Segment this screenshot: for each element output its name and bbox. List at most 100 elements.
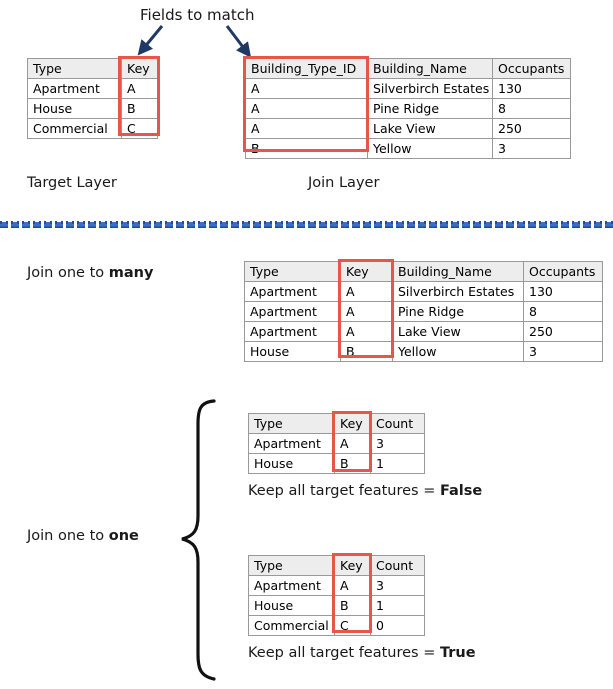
cell-building-type-id: A <box>245 78 368 99</box>
cell-type: House <box>244 341 341 362</box>
target-layer-table: Type Key Apartment A House B Commercial … <box>27 58 158 139</box>
cell-count: 1 <box>370 453 425 474</box>
column-header-type: Type <box>248 555 335 576</box>
join-layer-label: Join Layer <box>308 175 380 191</box>
cell-type: Commercial <box>27 118 122 139</box>
cell-key: A <box>340 301 393 322</box>
cell-key: B <box>340 341 393 362</box>
table-row: House B <box>27 98 158 119</box>
cell-type: House <box>248 595 335 616</box>
cell-key: B <box>121 98 158 119</box>
cell-type: Apartment <box>244 281 341 302</box>
cell-count: 0 <box>370 615 425 636</box>
section-divider <box>0 219 613 228</box>
table-header-row: Type Key Count <box>248 555 425 576</box>
one-to-one-false-table: Type Key Count Apartment A 3 House B 1 <box>248 413 425 474</box>
cell-key: B <box>334 453 371 474</box>
cell-key: A <box>121 78 158 99</box>
keep-all-false-prefix: Keep all target features = <box>248 483 440 499</box>
column-header-key: Key <box>334 413 371 434</box>
cell-type: House <box>248 453 335 474</box>
table-row: Apartment A Lake View 250 <box>244 321 603 342</box>
column-header-count: Count <box>370 413 425 434</box>
cell-key: B <box>334 595 371 616</box>
cell-occupants: 130 <box>523 281 603 302</box>
keep-all-false-label: Keep all target features = False <box>248 483 482 500</box>
cell-building-name: Silverbirch Estates <box>392 281 524 302</box>
cell-building-type-id: A <box>245 98 368 119</box>
curly-brace-icon <box>181 399 216 681</box>
cell-key: A <box>334 575 371 596</box>
table-header-row: Type Key <box>27 58 158 79</box>
join-one-to-one-label: Join one to one <box>27 528 139 545</box>
table-row: A Pine Ridge 8 <box>245 98 571 119</box>
column-header-building-type-id: Building_Type_ID <box>245 58 368 79</box>
join-one-to-many-emphasis: many <box>108 265 154 281</box>
join-one-to-many-label: Join one to many <box>27 265 153 282</box>
column-header-key: Key <box>334 555 371 576</box>
cell-building-name: Silverbirch Estates <box>367 78 493 99</box>
cell-type: Commercial <box>248 615 335 636</box>
join-one-to-one-prefix: Join one to <box>27 528 109 544</box>
fields-to-match-label: Fields to match <box>140 6 255 24</box>
cell-occupants: 8 <box>523 301 603 322</box>
cell-occupants: 130 <box>492 78 571 99</box>
cell-occupants: 250 <box>523 321 603 342</box>
table-row: Commercial C <box>27 118 158 139</box>
cell-occupants: 250 <box>492 118 571 139</box>
table-header-row: Building_Type_ID Building_Name Occupants <box>245 58 571 79</box>
one-to-one-true-table: Type Key Count Apartment A 3 House B 1 C… <box>248 555 425 636</box>
column-header-type: Type <box>248 413 335 434</box>
cell-building-name: Yellow <box>367 138 493 159</box>
cell-type: Apartment <box>27 78 122 99</box>
cell-type: House <box>27 98 122 119</box>
keep-all-true-emphasis: True <box>439 645 476 661</box>
keep-all-true-prefix: Keep all target features = <box>248 645 440 661</box>
keep-all-true-label: Keep all target features = True <box>248 645 476 662</box>
table-row: Apartment A Pine Ridge 8 <box>244 301 603 322</box>
table-row: Apartment A 3 <box>248 575 425 596</box>
cell-occupants: 3 <box>492 138 571 159</box>
table-row: A Lake View 250 <box>245 118 571 139</box>
arrow-to-target-key-icon <box>137 25 164 56</box>
cell-building-name: Lake View <box>392 321 524 342</box>
cell-occupants: 8 <box>492 98 571 119</box>
table-header-row: Type Key Count <box>248 413 425 434</box>
cell-building-name: Yellow <box>392 341 524 362</box>
table-header-row: Type Key Building_Name Occupants <box>244 261 603 282</box>
column-header-building-name: Building_Name <box>392 261 524 282</box>
cell-building-name: Pine Ridge <box>367 98 493 119</box>
column-header-count: Count <box>370 555 425 576</box>
column-header-occupants: Occupants <box>492 58 571 79</box>
one-to-many-result-table: Type Key Building_Name Occupants Apartme… <box>244 261 603 362</box>
join-one-to-many-prefix: Join one to <box>27 265 109 281</box>
cell-type: Apartment <box>248 433 335 454</box>
cell-count: 1 <box>370 595 425 616</box>
table-row: House B 1 <box>248 595 425 616</box>
arrow-to-join-key-icon <box>225 25 252 58</box>
cell-type: Apartment <box>244 301 341 322</box>
cell-key: A <box>334 433 371 454</box>
column-header-key: Key <box>340 261 393 282</box>
column-header-key: Key <box>121 58 158 79</box>
table-row: Apartment A <box>27 78 158 99</box>
target-layer-label: Target Layer <box>27 175 117 191</box>
cell-building-name: Lake View <box>367 118 493 139</box>
cell-building-name: Pine Ridge <box>392 301 524 322</box>
table-row: Apartment A Silverbirch Estates 130 <box>244 281 603 302</box>
cell-count: 3 <box>370 433 425 454</box>
join-layer-table: Building_Type_ID Building_Name Occupants… <box>245 58 571 159</box>
column-header-building-name: Building_Name <box>367 58 493 79</box>
cell-key: A <box>340 281 393 302</box>
cell-count: 3 <box>370 575 425 596</box>
cell-key: C <box>334 615 371 636</box>
cell-type: Apartment <box>248 575 335 596</box>
cell-building-type-id: B <box>245 138 368 159</box>
column-header-type: Type <box>27 58 122 79</box>
table-row: A Silverbirch Estates 130 <box>245 78 571 99</box>
table-row: B Yellow 3 <box>245 138 571 159</box>
cell-key: A <box>340 321 393 342</box>
table-row: House B 1 <box>248 453 425 474</box>
table-row: House B Yellow 3 <box>244 341 603 362</box>
cell-key: C <box>121 118 158 139</box>
